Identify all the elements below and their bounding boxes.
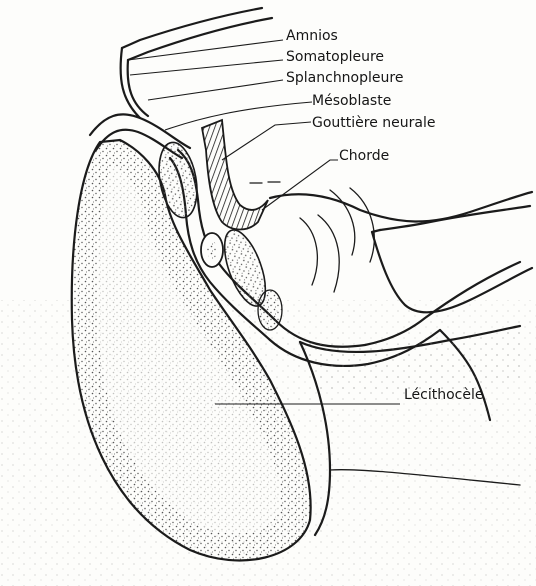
- mesoblast-lower: [258, 290, 282, 330]
- label-mesoblaste: Mésoblaste: [312, 93, 391, 109]
- label-gouttiere-neurale: Gouttière neurale: [312, 115, 435, 131]
- amnios-membrane-top-inner: [128, 18, 272, 60]
- leader-splanchnopleure: [148, 80, 283, 100]
- label-somatopleure: Somatopleure: [286, 49, 384, 65]
- embryo-tube-inner: [380, 206, 530, 230]
- embryo-tube-top: [270, 192, 532, 222]
- cavity-curve-4: [318, 215, 339, 292]
- cavity-curve-3: [300, 218, 317, 285]
- amnios-membrane-top: [122, 8, 262, 48]
- dashes: [250, 182, 280, 183]
- leader-chorde: [262, 160, 338, 210]
- leader-gouttiere: [222, 122, 311, 160]
- leader-somatopleure: [130, 60, 283, 75]
- label-splanchnopleure: Splanchnopleure: [286, 70, 403, 86]
- label-chorde: Chorde: [339, 148, 389, 164]
- label-amnios: Amnios: [286, 28, 338, 44]
- leader-mesoblaste: [165, 102, 312, 130]
- label-lecithocele: Lécithocèle: [404, 387, 484, 403]
